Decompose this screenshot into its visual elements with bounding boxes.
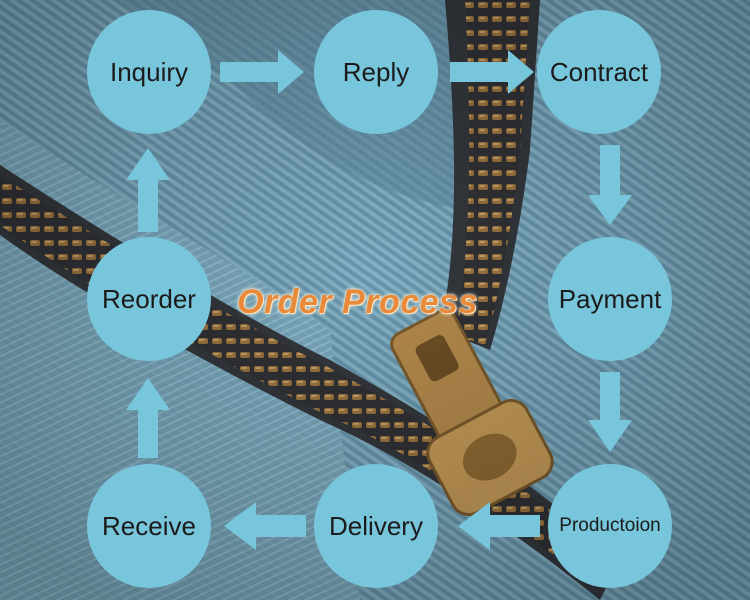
step-payment-label: Payment — [558, 283, 662, 314]
diagram-title: Order Process — [237, 283, 478, 321]
step-reorder: Reorder — [87, 237, 211, 361]
step-contract-label: Contract — [549, 56, 649, 87]
arrow-payment-to-production — [588, 372, 632, 452]
step-production: Productoion — [548, 464, 672, 588]
step-reply: Reply — [314, 10, 438, 134]
arrow-production-to-delivery — [458, 502, 540, 550]
step-contract: Contract — [537, 10, 661, 134]
step-reply-label: Reply — [342, 56, 410, 87]
arrow-contract-to-payment — [588, 145, 632, 225]
step-delivery: Delivery — [314, 464, 438, 588]
step-inquiry-label: Inquiry — [109, 56, 189, 87]
step-receive: Receive — [87, 464, 211, 588]
step-payment: Payment — [548, 237, 672, 361]
step-reorder-label: Reorder — [102, 283, 196, 314]
step-delivery-label: Delivery — [329, 510, 423, 541]
step-inquiry: Inquiry — [87, 10, 211, 134]
arrow-reorder-to-inquiry — [126, 148, 170, 232]
arrow-reply-to-contract — [450, 50, 534, 94]
step-production-label: Productoion — [559, 515, 661, 536]
arrow-inquiry-to-reply — [220, 50, 304, 94]
arrow-delivery-to-receive — [224, 502, 306, 550]
step-receive-label: Receive — [102, 510, 196, 541]
arrow-receive-to-reorder — [126, 378, 170, 458]
